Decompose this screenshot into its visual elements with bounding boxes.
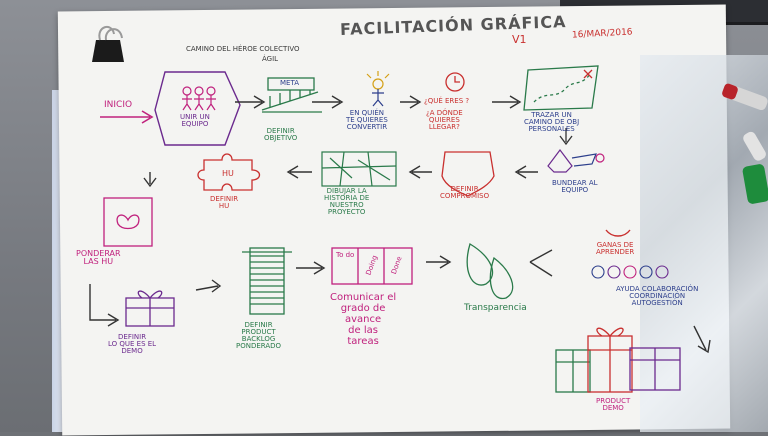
subtitle-line1: CAMINO DEL HÉROE COLECTIVO: [186, 45, 300, 53]
commitment-shield: [441, 151, 495, 197]
backlog-stack-icon: [242, 247, 292, 315]
transparencia-label: Transparencia: [464, 303, 527, 313]
red-marker-icon: [722, 83, 768, 111]
transparency-drops-icon: [466, 243, 514, 300]
smile-icon: [605, 229, 631, 237]
start-label: INICIO: [104, 100, 133, 110]
project-story-map: [321, 151, 397, 187]
team-flag-icon: [547, 149, 605, 173]
team-hexagon: [154, 71, 241, 146]
ponder-card-icon: [103, 197, 153, 247]
start-arrow: [100, 110, 154, 124]
kanban-board: [331, 247, 413, 285]
green-marker-icon: [742, 131, 768, 204]
map-icon: [523, 65, 599, 111]
board-col-todo: To do: [336, 251, 355, 259]
hu-puzzle-label: HU: [222, 169, 234, 178]
team-people-icon: [182, 86, 216, 111]
plastic-bag: [640, 55, 768, 432]
hu-puzzle-icon: [197, 153, 261, 191]
binder-clip-icon: [92, 25, 124, 62]
team-faces-icon: [591, 265, 669, 279]
goal-ramp-icon: [261, 77, 322, 113]
que-eres-label: ¿QUÉ ERES ?: [424, 97, 470, 105]
version-label: V1: [512, 33, 527, 46]
meta-label: META: [280, 79, 299, 87]
product-gifts-icon: [555, 327, 681, 393]
subtitle-line2: ÁGIL: [262, 55, 279, 63]
demo-gift-icon: [125, 290, 175, 327]
clock-icon: [445, 72, 465, 92]
hero-figure-icon: [366, 71, 390, 107]
